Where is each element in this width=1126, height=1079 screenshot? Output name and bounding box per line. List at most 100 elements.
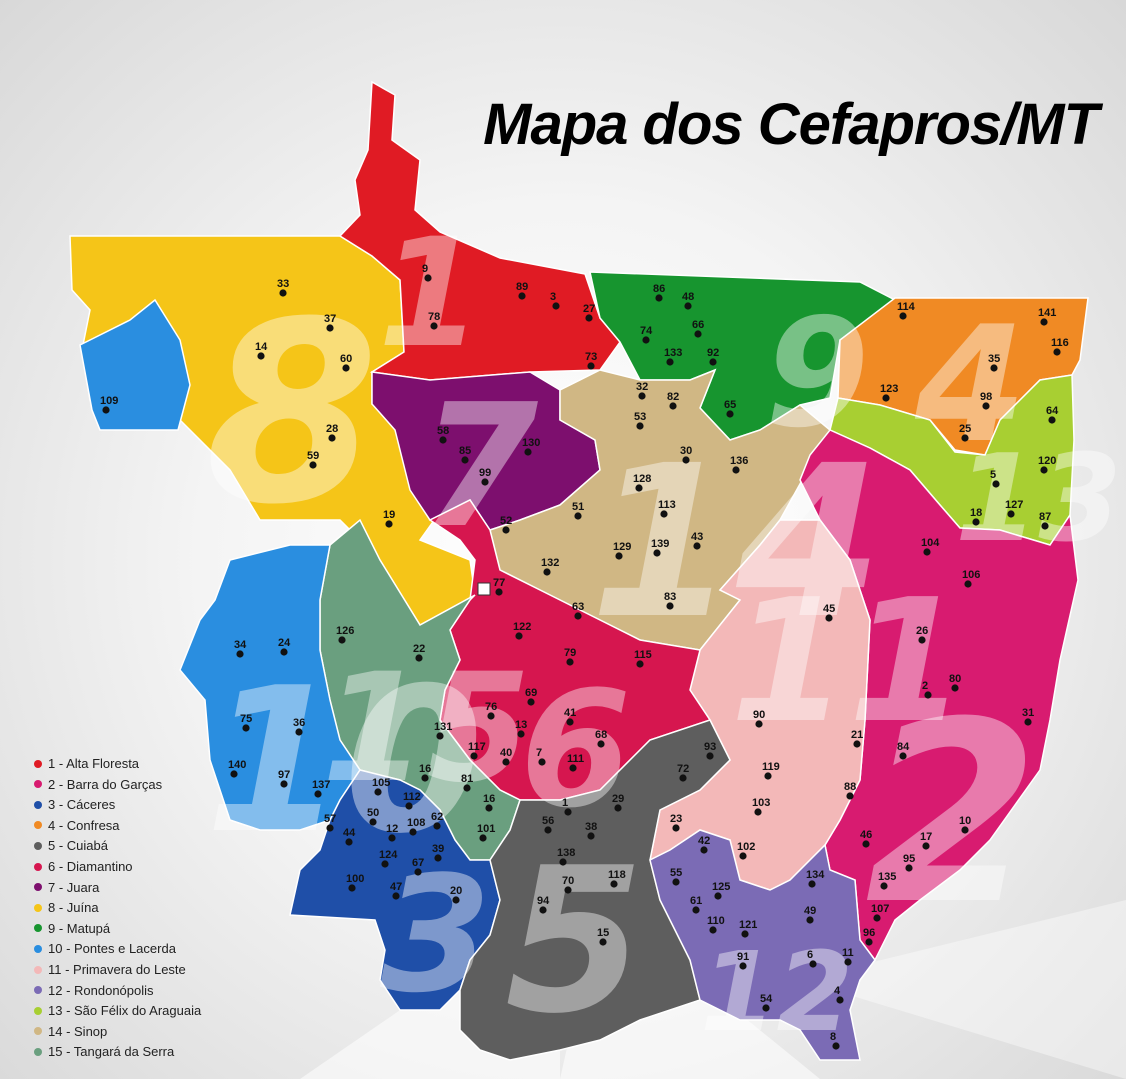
municipality-marker[interactable]: 24 xyxy=(278,637,291,656)
municipality-marker[interactable]: 74 xyxy=(640,325,653,344)
region-1-alta-floresta[interactable] xyxy=(338,80,621,381)
municipality-marker[interactable]: 80 xyxy=(949,673,961,692)
municipality-marker[interactable]: 94 xyxy=(537,895,550,914)
municipality-marker[interactable]: 120 xyxy=(1038,455,1056,474)
municipality-marker[interactable]: 104 xyxy=(921,537,940,556)
municipality-marker[interactable]: 32 xyxy=(636,381,648,400)
municipality-marker[interactable]: 91 xyxy=(737,951,749,970)
municipality-marker[interactable]: 2 xyxy=(922,680,932,699)
municipality-marker[interactable]: 111 xyxy=(567,753,584,772)
municipality-marker[interactable]: 59 xyxy=(307,450,319,469)
municipality-marker[interactable]: 131 xyxy=(434,721,452,740)
municipality-marker[interactable]: 11 xyxy=(842,947,854,966)
municipality-marker[interactable]: 63 xyxy=(572,601,584,620)
municipality-marker[interactable]: 115 xyxy=(634,649,652,668)
municipality-marker[interactable]: 9 xyxy=(422,263,432,282)
municipality-marker[interactable]: 55 xyxy=(670,867,682,886)
municipality-marker[interactable]: 132 xyxy=(541,557,559,576)
municipality-marker[interactable]: 122 xyxy=(513,621,531,640)
municipality-marker[interactable]: 82 xyxy=(667,391,679,410)
municipality-marker[interactable]: 43 xyxy=(691,531,703,550)
municipality-marker[interactable]: 102 xyxy=(737,841,755,860)
municipality-marker[interactable]: 77 xyxy=(493,577,505,596)
municipality-marker[interactable]: 36 xyxy=(293,717,305,736)
municipality-marker[interactable]: 75 xyxy=(240,713,252,732)
municipality-marker[interactable]: 57 xyxy=(324,813,336,832)
municipality-marker[interactable]: 62 xyxy=(431,811,443,830)
municipality-marker[interactable]: 68 xyxy=(595,729,607,748)
municipality-marker[interactable]: 44 xyxy=(343,827,356,846)
municipality-marker[interactable]: 38 xyxy=(585,821,597,840)
municipality-marker[interactable]: 123 xyxy=(880,383,898,402)
municipality-marker[interactable]: 126 xyxy=(336,625,354,644)
municipality-marker[interactable]: 109 xyxy=(100,395,118,414)
municipality-marker[interactable]: 13 xyxy=(515,719,527,738)
municipality-marker[interactable]: 99 xyxy=(479,467,491,486)
region-3-caceres[interactable] xyxy=(289,769,501,1011)
municipality-marker[interactable]: 4 xyxy=(834,985,844,1004)
municipality-marker[interactable]: 101 xyxy=(477,823,495,842)
municipality-marker[interactable]: 135 xyxy=(878,871,896,890)
municipality-marker[interactable]: 54 xyxy=(760,993,773,1012)
municipality-marker[interactable]: 30 xyxy=(680,445,692,464)
municipality-marker[interactable]: 136 xyxy=(730,455,748,474)
municipality-marker[interactable]: 69 xyxy=(525,687,537,706)
municipality-marker[interactable]: 17 xyxy=(920,831,932,850)
municipality-marker[interactable]: 73 xyxy=(585,351,597,370)
municipality-marker[interactable]: 128 xyxy=(633,473,651,492)
municipality-marker[interactable]: 97 xyxy=(278,769,290,788)
municipality-marker[interactable]: 10 xyxy=(959,815,971,834)
municipality-marker[interactable]: 31 xyxy=(1022,707,1034,726)
municipality-marker[interactable]: 29 xyxy=(612,793,624,812)
municipality-marker[interactable]: 19 xyxy=(383,509,395,528)
municipality-marker[interactable]: 103 xyxy=(752,797,770,816)
municipality-marker[interactable]: 98 xyxy=(980,391,992,410)
municipality-marker[interactable]: 141 xyxy=(1038,307,1056,326)
municipality-marker[interactable]: 14 xyxy=(255,341,268,360)
municipality-marker[interactable]: 107 xyxy=(871,903,889,922)
municipality-marker[interactable]: 96 xyxy=(863,927,875,946)
municipality-marker[interactable]: 64 xyxy=(1046,405,1059,424)
municipality-marker[interactable]: 92 xyxy=(707,347,719,366)
municipality-marker[interactable]: 1 xyxy=(562,797,572,816)
municipality-marker[interactable]: 81 xyxy=(461,773,473,792)
municipality-marker[interactable]: 119 xyxy=(762,761,780,780)
municipality-marker[interactable]: 106 xyxy=(962,569,980,588)
municipality-marker[interactable]: 22 xyxy=(413,643,425,662)
municipality-marker[interactable]: 95 xyxy=(903,853,915,872)
municipality-marker[interactable]: 70 xyxy=(562,875,574,894)
municipality-marker[interactable]: 35 xyxy=(988,353,1000,372)
municipality-marker[interactable]: 76 xyxy=(485,701,497,720)
municipality-marker[interactable]: 114 xyxy=(897,301,916,320)
municipality-marker[interactable]: 50 xyxy=(367,807,379,826)
municipality-marker[interactable]: 23 xyxy=(670,813,682,832)
municipality-marker[interactable]: 26 xyxy=(916,625,928,644)
municipality-marker[interactable]: 127 xyxy=(1005,499,1023,518)
municipality-marker[interactable]: 86 xyxy=(653,283,665,302)
region-12-rondonopolis[interactable] xyxy=(649,829,876,1061)
municipality-marker[interactable]: 67 xyxy=(412,857,424,876)
municipality-marker[interactable]: 65 xyxy=(724,399,736,418)
municipality-marker[interactable]: 139 xyxy=(651,538,669,557)
municipality-marker[interactable]: 105 xyxy=(372,777,390,796)
municipality-marker[interactable]: 113 xyxy=(658,499,676,518)
municipality-marker[interactable]: 48 xyxy=(682,291,694,310)
municipality-marker[interactable]: 3 xyxy=(550,291,560,310)
municipality-marker[interactable]: 37 xyxy=(324,313,336,332)
municipality-marker[interactable]: 12 xyxy=(386,823,398,842)
municipality-marker[interactable]: 51 xyxy=(572,501,584,520)
municipality-marker[interactable]: 7 xyxy=(536,747,546,766)
municipality-marker[interactable]: 140 xyxy=(228,759,246,778)
municipality-marker[interactable]: 125 xyxy=(712,881,730,900)
municipality-marker[interactable]: 90 xyxy=(753,709,765,728)
municipality-marker[interactable]: 27 xyxy=(583,303,595,322)
region-10-nw[interactable] xyxy=(79,298,191,431)
municipality-marker[interactable]: 72 xyxy=(677,763,689,782)
municipality-marker[interactable]: 41 xyxy=(564,707,576,726)
municipality-marker[interactable]: 87 xyxy=(1039,511,1051,530)
municipality-marker[interactable]: 42 xyxy=(698,835,710,854)
municipality-marker[interactable]: 40 xyxy=(500,747,512,766)
municipality-marker[interactable]: 46 xyxy=(860,829,872,848)
municipality-marker[interactable]: 117 xyxy=(468,741,486,760)
municipality-marker[interactable]: 58 xyxy=(437,425,449,444)
